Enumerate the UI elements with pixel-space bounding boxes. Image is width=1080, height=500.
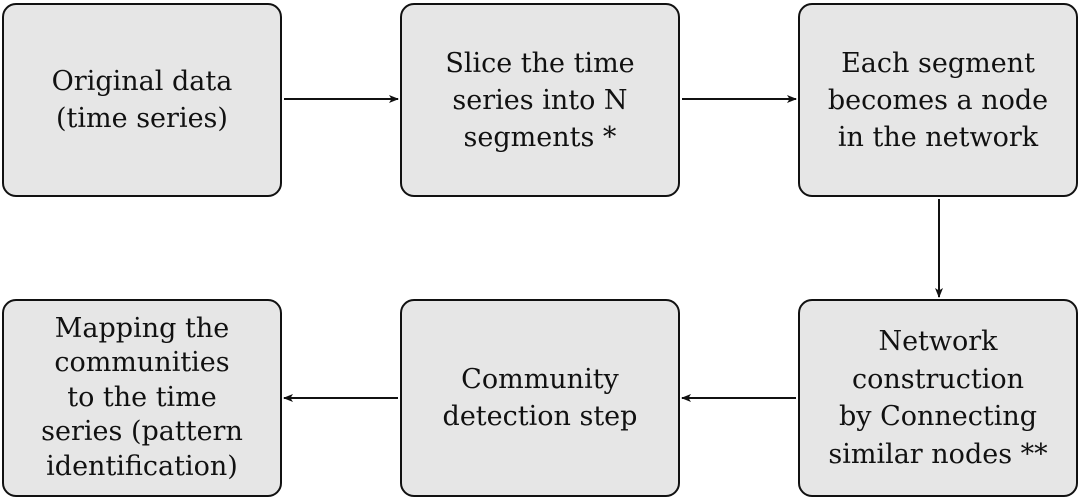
node-slice-time-series-label: Slice the time series into N segments *	[445, 47, 635, 153]
node-slice-time-series: Slice the time series into N segments *	[400, 3, 680, 197]
node-segment-becomes-node: Each segment becomes a node in the netwo…	[798, 3, 1078, 197]
node-community-detection-label: Community detection step	[442, 364, 638, 432]
node-original-data: Original data (time series)	[2, 3, 282, 197]
node-mapping-communities: Mapping the communities to the time seri…	[2, 299, 282, 497]
node-original-data-label: Original data (time series)	[51, 66, 233, 134]
node-mapping-communities-label: Mapping the communities to the time seri…	[41, 312, 243, 482]
node-community-detection: Community detection step	[400, 299, 680, 497]
node-network-construction-label: Network construction by Connecting simil…	[828, 326, 1048, 470]
node-network-construction: Network construction by Connecting simil…	[798, 299, 1078, 497]
node-segment-becomes-node-label: Each segment becomes a node in the netwo…	[827, 47, 1049, 153]
